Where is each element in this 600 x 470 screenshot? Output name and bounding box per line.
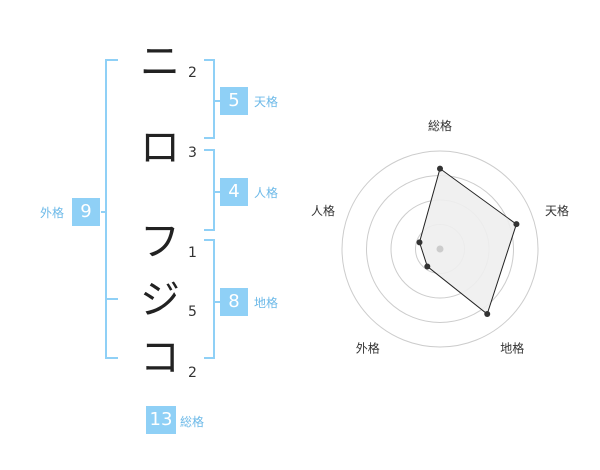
stroke-count-5: 2 (188, 365, 197, 381)
stroke-count-1: 2 (188, 65, 197, 81)
radar-center-dot (436, 245, 444, 253)
soukaku-label: 総格 (180, 415, 205, 429)
name-char-3: フ (140, 219, 180, 265)
stroke-count-4: 5 (188, 304, 197, 320)
radar-axis-label-5: 人格 (311, 203, 335, 218)
chikaku-bracket (204, 239, 215, 359)
tenkaku-score: 5 (220, 87, 248, 115)
radar-points (416, 165, 520, 318)
radar-point-2 (513, 221, 520, 228)
radar-axis-label-3: 地格 (500, 341, 524, 356)
radar-axis-label-2: 天格 (545, 203, 569, 218)
radar-axis-label-1: 総格 (428, 118, 452, 133)
gaikaku-score: 9 (72, 198, 100, 226)
jinkaku-score: 4 (220, 178, 248, 206)
radar-point-1 (437, 165, 443, 172)
name-char-5: コ (140, 335, 180, 381)
jinkaku-bracket (204, 149, 215, 231)
name-char-2: ロ (140, 125, 180, 171)
tenkaku-bracket (204, 59, 215, 139)
radar-area (418, 167, 517, 315)
radar-point-5 (416, 239, 423, 246)
soukaku-score: 13 (146, 406, 176, 434)
chikaku-label: 地格 (254, 296, 279, 310)
radar-point-4 (424, 263, 431, 270)
gaikaku-bracket (105, 59, 118, 359)
radar-point-3 (484, 311, 491, 318)
name-char-4: ジ (140, 277, 180, 323)
chikaku-score: 8 (220, 288, 248, 316)
radar-ring-4 (341, 150, 539, 348)
stroke-count-3: 1 (188, 245, 197, 261)
stroke-count-2: 3 (188, 145, 197, 161)
gaikaku-label: 外格 (40, 206, 65, 220)
name-char-1: ニ (140, 39, 180, 85)
jinkaku-label: 人格 (254, 186, 279, 200)
tenkaku-label: 天格 (254, 95, 279, 109)
radar-axis-label-4: 外格 (356, 341, 380, 356)
